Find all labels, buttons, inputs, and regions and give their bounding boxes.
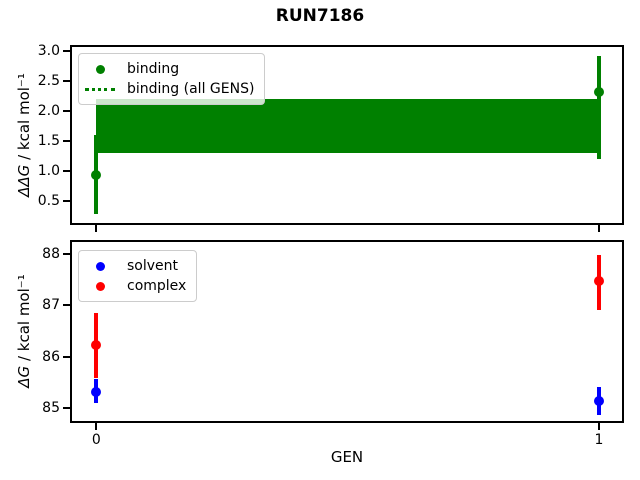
- marker-complex-gen0: [91, 339, 102, 350]
- y-tick: [63, 355, 70, 358]
- legend-binding: binding binding (all GENS): [78, 53, 266, 105]
- y-tick-label: 3.0: [37, 42, 60, 59]
- y-tick: [63, 140, 70, 142]
- x-tick: [598, 225, 600, 232]
- y-tick: [63, 170, 70, 173]
- legend-handle: [85, 261, 115, 271]
- legend-handle: [85, 64, 115, 74]
- axes-free-energy: 85 86 87 88 0 1: [42, 240, 624, 448]
- legend-handle: [85, 87, 115, 91]
- legend-item-binding-all-gens: binding (all GENS): [85, 79, 254, 99]
- x-tick-label: 0: [91, 432, 101, 448]
- y-tick-label: 2.5: [37, 72, 60, 89]
- legend-handle: [85, 281, 115, 291]
- ylabel-dg: ΔG / kcal mol⁻¹: [15, 274, 33, 387]
- legend-label: complex: [127, 278, 187, 294]
- legend-label: binding (all GENS): [127, 81, 255, 97]
- x-tick: [95, 423, 98, 430]
- ylabel-ddg-units: / kcal mol⁻¹: [15, 73, 33, 165]
- x-tick-label: 1: [594, 432, 604, 448]
- y-tick: [63, 407, 70, 410]
- y-tick: [63, 252, 70, 255]
- y-tick-label: 86: [42, 348, 60, 365]
- y-tick: [63, 109, 70, 112]
- y-tick-label: 88: [42, 245, 60, 262]
- y-tick-label: 0.5: [37, 193, 60, 210]
- legend-solvent-complex: solvent complex: [78, 250, 198, 302]
- y-tick-label: 1.5: [37, 133, 60, 149]
- legend-item-binding: binding: [85, 59, 254, 79]
- marker-binding-gen0: [91, 170, 102, 181]
- marker-solvent-gen1: [594, 395, 604, 406]
- marker-binding-gen1: [594, 86, 604, 97]
- axes-binding: 0.5 1.0 1.5 2.0 2.5 3.0: [38, 43, 624, 232]
- xlabel-gen: GEN: [330, 448, 364, 466]
- x-tick: [598, 423, 600, 430]
- binding-marker-icon: [95, 64, 105, 74]
- y-tick-label: 87: [42, 297, 60, 314]
- errorbar-binding-gen1: [597, 55, 601, 160]
- y-tick-label: 85: [42, 400, 60, 417]
- y-tick: [63, 200, 70, 203]
- ylabel-ddg: ΔΔG / kcal mol⁻¹: [15, 73, 33, 197]
- figure-title: RUN7186: [275, 6, 365, 26]
- y-tick: [63, 304, 70, 307]
- dotted-line-icon: [85, 87, 115, 91]
- solvent-marker-icon: [95, 261, 105, 271]
- y-tick-label: 1.0: [37, 163, 60, 180]
- marker-solvent-gen0: [91, 386, 102, 397]
- legend-item-solvent: solvent: [85, 256, 186, 276]
- y-tick: [63, 49, 70, 52]
- ylabel-dg-math: ΔG: [15, 365, 33, 388]
- legend-label: binding: [127, 61, 180, 77]
- marker-complex-gen1: [594, 275, 604, 286]
- complex-marker-icon: [95, 281, 105, 291]
- legend-item-complex: complex: [85, 276, 186, 296]
- y-tick-label: 2.0: [37, 102, 60, 119]
- ylabel-dg-units: / kcal mol⁻¹: [15, 274, 33, 366]
- ylabel-ddg-math: ΔΔG: [15, 164, 33, 197]
- all-gens-dotted-line: [96, 125, 599, 128]
- x-tick: [95, 225, 98, 232]
- legend-label: solvent: [127, 258, 179, 274]
- y-tick: [63, 79, 70, 82]
